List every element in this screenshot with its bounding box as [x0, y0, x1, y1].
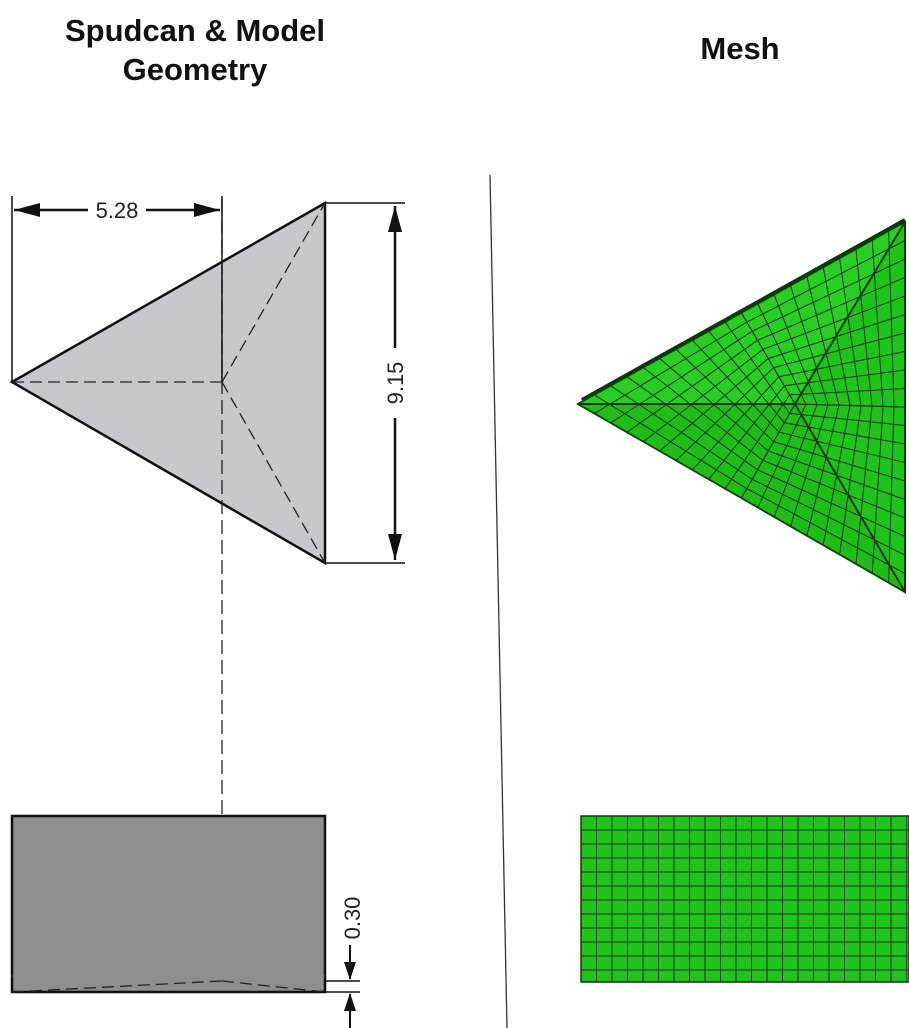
- dimension-thickness-label: 0.30: [340, 897, 365, 940]
- mesh-plan: [575, 218, 906, 594]
- elevation-view: [10, 814, 327, 994]
- mesh-elevation-grid: [581, 816, 909, 982]
- mesh-title: Mesh: [700, 31, 780, 66]
- plan-hidden-edges: [12, 202, 326, 564]
- dimension-height-label: 9.15: [383, 362, 408, 405]
- plan-triangle: [9, 200, 327, 566]
- dimension-half-width: 5.28: [11, 196, 223, 382]
- panel-divider: [489, 174, 508, 1028]
- dimension-thickness: 0.30: [325, 897, 365, 1028]
- geometry-title-line1: Spudcan & Model: [64, 13, 326, 48]
- mesh-elevation: [580, 815, 909, 983]
- dimension-height: 9.15: [325, 202, 408, 564]
- elevation-block: [10, 814, 327, 994]
- geometry-title-line2: Geometry: [122, 51, 268, 87]
- dimension-half-width-label: 5.28: [96, 198, 139, 223]
- geometry-title: Spudcan & Model Geometry: [20, 12, 370, 90]
